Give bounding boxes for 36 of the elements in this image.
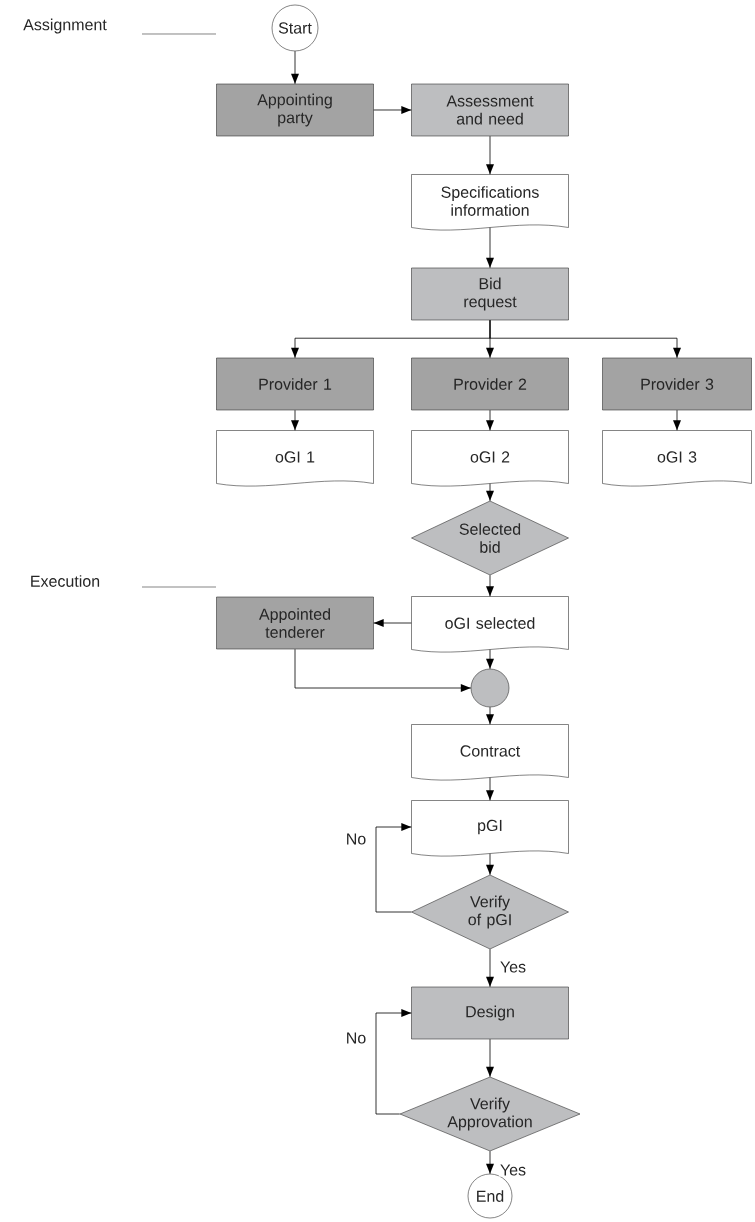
arrow xyxy=(294,648,472,692)
section-label: Execution xyxy=(31,575,100,587)
edge-label: Yes xyxy=(498,960,528,974)
process-box: Provider 3 xyxy=(602,357,752,411)
arrow xyxy=(486,135,494,175)
process-box: Bid request xyxy=(411,267,569,321)
arrow xyxy=(373,106,412,114)
process-box: Provider 1 xyxy=(216,357,374,411)
arrow xyxy=(291,50,299,85)
process-box: Provider 2 xyxy=(411,357,569,411)
section-label: Assignment xyxy=(23,18,107,34)
arrow xyxy=(486,227,494,269)
process-box: Design xyxy=(411,986,569,1040)
arrow xyxy=(673,409,681,431)
arrow xyxy=(373,619,412,627)
edge-label: Yes xyxy=(498,1163,528,1177)
arrow xyxy=(486,574,494,597)
arrow xyxy=(291,409,299,431)
arrow xyxy=(486,853,494,876)
arrow xyxy=(486,777,494,801)
arrow xyxy=(486,409,494,431)
connector-circle xyxy=(470,668,510,708)
arrow xyxy=(486,706,494,725)
edge-label: No xyxy=(344,1031,368,1045)
arrow xyxy=(375,823,412,913)
process-box: Assessment and need xyxy=(411,83,569,137)
edge-label: No xyxy=(344,832,368,846)
process-box: Appointed tenderer xyxy=(216,596,374,650)
arrow xyxy=(486,483,494,502)
arrow xyxy=(486,1038,494,1078)
arrow xyxy=(375,1009,412,1115)
arrow xyxy=(489,319,681,359)
process-box: Appointing party xyxy=(216,83,374,137)
arrow xyxy=(486,948,494,988)
arrow xyxy=(486,649,494,670)
arrow xyxy=(486,1150,494,1175)
